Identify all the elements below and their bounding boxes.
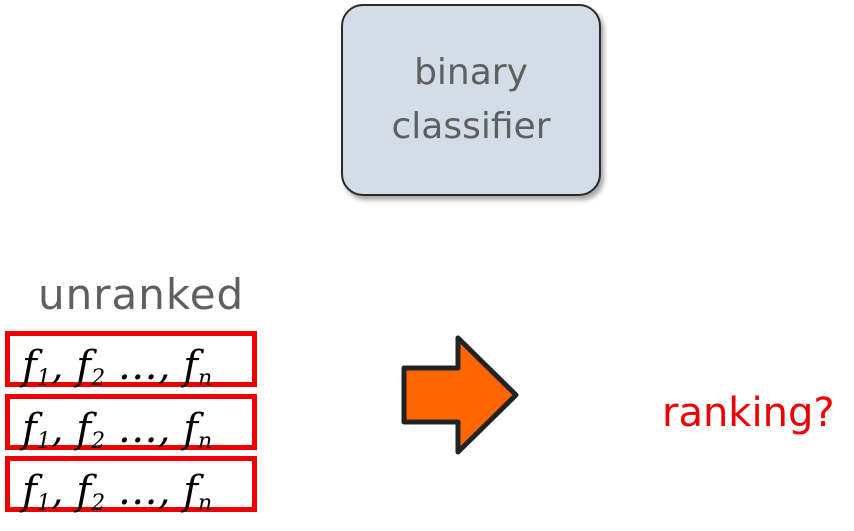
feature-row: f1, f2 …, fn <box>5 331 257 391</box>
feature-vector: f1, f2 …, fn <box>22 468 213 516</box>
unranked-label: unranked <box>38 270 245 319</box>
feature-vector: f1, f2 …, fn <box>22 406 213 454</box>
classifier-label-line1: binary <box>414 52 528 93</box>
binary-classifier-box: binary classifier <box>341 4 601 196</box>
right-arrow-icon <box>401 335 519 455</box>
feature-row: f1, f2 …, fn <box>5 394 257 454</box>
feature-vector: f1, f2 …, fn <box>22 343 213 391</box>
classifier-label-line2: classifier <box>391 106 551 147</box>
ranking-label: ranking? <box>662 390 835 436</box>
feature-row: f1, f2 …, fn <box>5 456 257 516</box>
